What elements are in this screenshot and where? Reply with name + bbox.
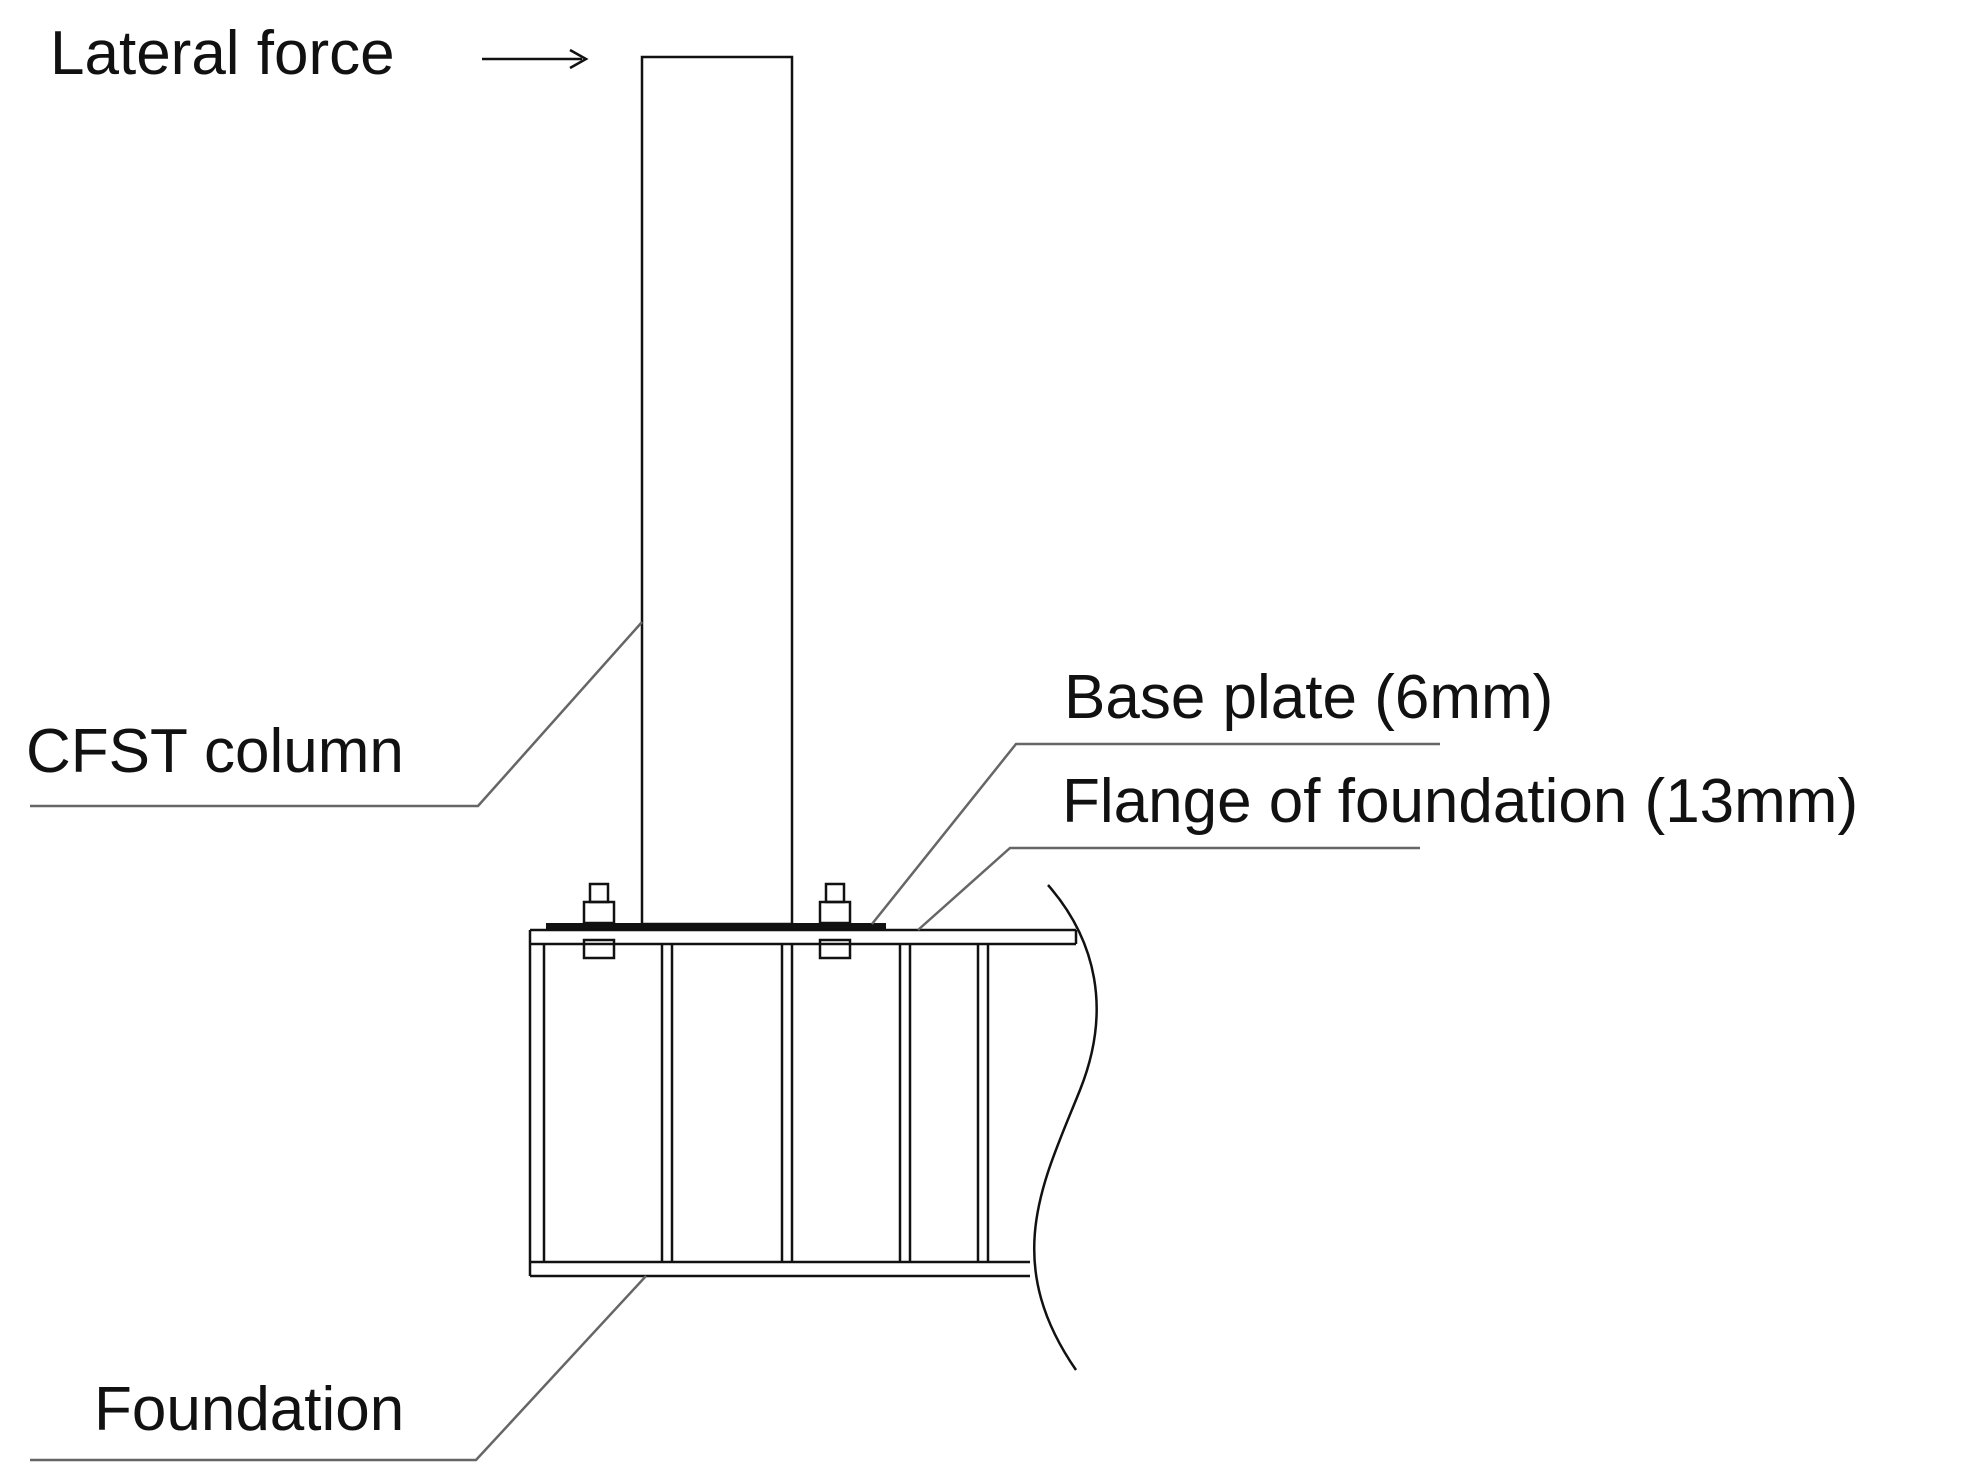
flange-label: Flange of foundation (13mm) (1062, 767, 1858, 836)
base-plate-label: Base plate (6mm) (1064, 663, 1553, 732)
foundation-beam (528, 928, 1078, 1278)
base-plate (546, 923, 886, 929)
anchor-bolt-right (818, 882, 852, 960)
flange-leader (917, 846, 1420, 931)
base-plate-leader (871, 742, 1440, 925)
anchor-bolt-left (582, 882, 616, 960)
foundation-label: Foundation (94, 1375, 404, 1444)
lateral-force-label: Lateral force (50, 19, 395, 88)
foundation-leader (30, 1275, 647, 1462)
cfst-column (640, 55, 794, 926)
break-line (1032, 884, 1098, 1371)
cfst-column-label: CFST column (26, 717, 404, 786)
lateral-force-arrow (482, 48, 589, 70)
cfst-column-leader (30, 621, 643, 808)
